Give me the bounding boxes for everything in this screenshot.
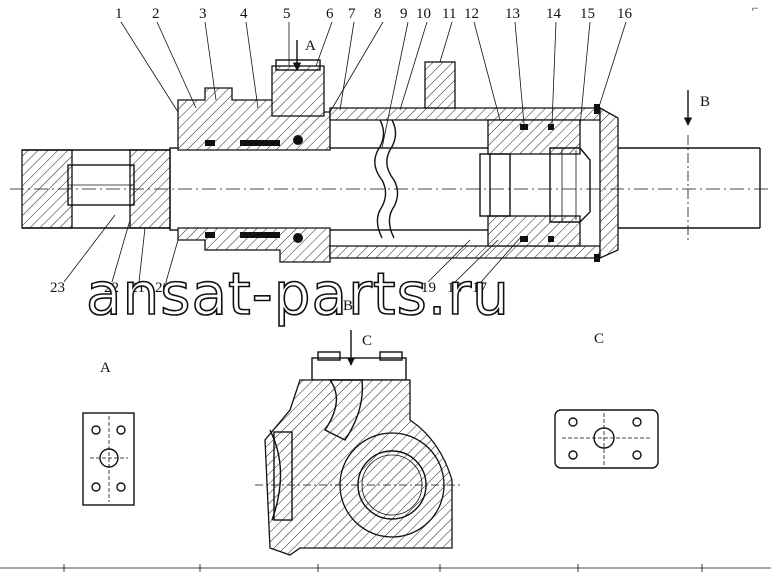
callout-4: 4	[240, 6, 248, 22]
callouts-top: 1 2 3 4 5 6 7 8 9 10 11 12 13 14 15 16	[115, 6, 633, 22]
callout-10: 10	[416, 6, 431, 22]
section-b-arrow-label: B	[343, 298, 353, 314]
callout-9: 9	[400, 6, 408, 22]
view-a-title: A	[100, 360, 111, 376]
section-c-arrow-label: C	[362, 333, 372, 349]
section-b-view: B C	[255, 298, 460, 556]
cylinder-section-view	[10, 21, 768, 283]
cylinder-barrel	[329, 61, 619, 262]
callouts-bottom: 23 22 21 20 19 18 17	[50, 280, 488, 296]
callout-7: 7	[348, 6, 356, 22]
callout-20: 20	[155, 280, 170, 296]
callout-3: 3	[199, 6, 207, 22]
view-c: C	[554, 331, 659, 469]
corner-mark: ⌐	[752, 1, 759, 15]
callout-8: 8	[374, 6, 382, 22]
piston	[479, 119, 591, 247]
watermark: ansat-parts.ru	[86, 260, 510, 328]
callout-2: 2	[152, 6, 160, 22]
callout-6: 6	[326, 6, 334, 22]
rod-extension	[618, 90, 761, 240]
leader-lines	[63, 21, 627, 283]
sheet-border	[0, 564, 771, 572]
view-c-title: C	[594, 331, 604, 347]
cylinder-head	[177, 40, 331, 263]
callout-13: 13	[505, 6, 520, 22]
callout-5: 5	[283, 6, 291, 22]
callout-18: 18	[447, 280, 462, 296]
callout-15: 15	[580, 6, 595, 22]
callout-23: 23	[50, 280, 65, 296]
callout-16: 16	[617, 6, 633, 22]
callout-12: 12	[464, 6, 479, 22]
callout-19: 19	[421, 280, 436, 296]
view-marker-a: A	[305, 38, 316, 54]
callout-17: 17	[472, 280, 488, 296]
view-a: A	[82, 360, 135, 506]
callout-21: 21	[130, 280, 145, 296]
callout-1: 1	[115, 6, 123, 22]
callout-14: 14	[546, 6, 562, 22]
view-marker-b: B	[700, 94, 710, 110]
callout-11: 11	[442, 6, 456, 22]
callout-22: 22	[104, 280, 119, 296]
